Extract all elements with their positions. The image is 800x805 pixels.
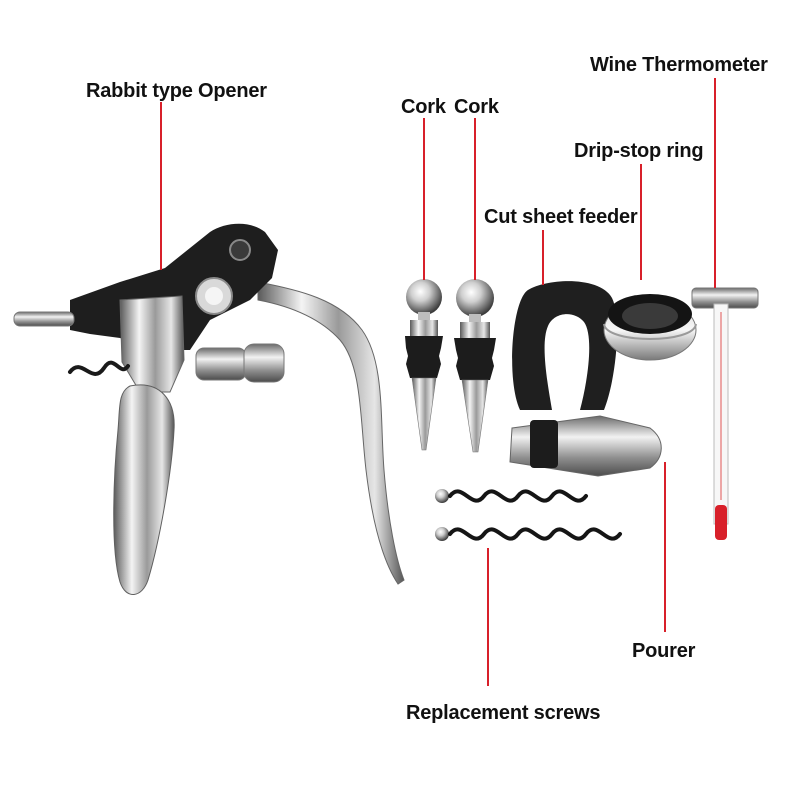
drip-stop-ring	[603, 294, 697, 361]
rabbit-opener	[13, 223, 405, 595]
thermometer-label: Wine Thermometer	[590, 54, 768, 76]
thermometer-leader-line	[714, 78, 716, 288]
drip-ring-label: Drip-stop ring	[574, 140, 704, 162]
cork-stopper-2	[454, 279, 496, 453]
pourer	[509, 415, 662, 477]
cork2-leader-line	[474, 118, 476, 280]
wine-thermometer	[691, 287, 759, 540]
screws-label: Replacement screws	[406, 702, 601, 724]
foil-cutter-label: Cut sheet feeder	[484, 206, 638, 228]
replacement-screw-2	[435, 527, 622, 541]
pourer-label: Pourer	[632, 640, 696, 662]
cork-stopper-1	[405, 279, 443, 451]
drip-ring-leader-line	[640, 164, 642, 280]
pourer-leader-line	[664, 462, 666, 632]
foil-cutter	[512, 281, 618, 410]
replacement-screw-1	[435, 489, 588, 503]
opener-label: Rabbit type Opener	[86, 80, 267, 102]
cork1-leader-line	[423, 118, 425, 280]
opener-leader-line	[160, 102, 162, 270]
cork1-label: Cork	[401, 96, 446, 118]
foil-cutter-leader-line	[542, 230, 544, 285]
screws-leader-line	[487, 548, 489, 686]
cork2-label: Cork	[454, 96, 499, 118]
